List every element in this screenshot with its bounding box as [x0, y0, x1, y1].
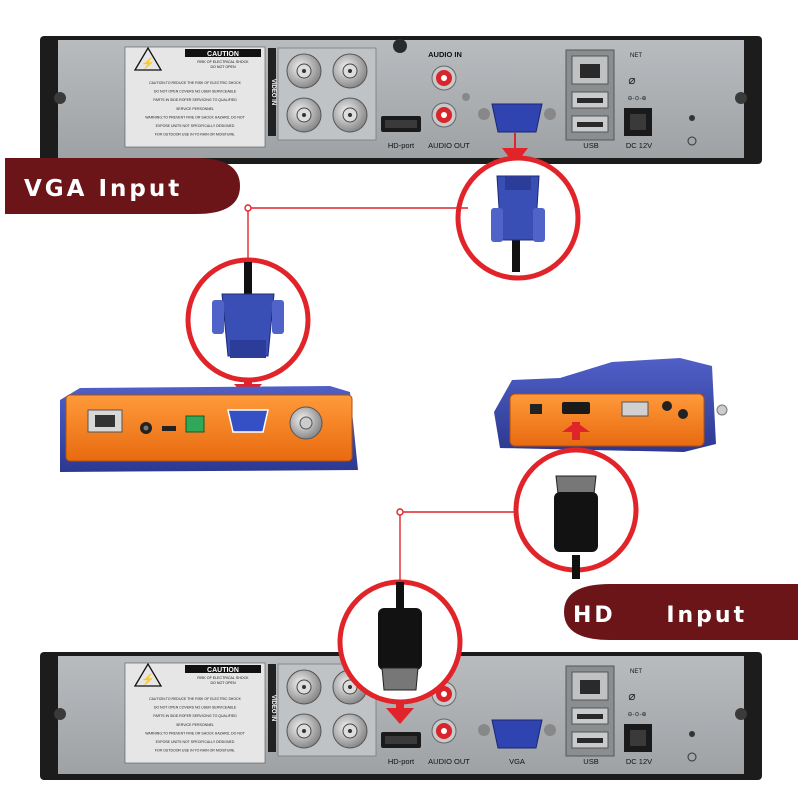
bnc-connector	[332, 53, 368, 89]
svg-text:⌀: ⌀	[628, 73, 635, 87]
vga-callout	[244, 133, 581, 281]
caution-text-line: SERVICE PERSONNEL	[176, 723, 214, 727]
hd-input-label: HD Input	[573, 603, 747, 628]
caution-text-line: DO NOT OPEN COVERS NO USER SERVICEABLE	[154, 90, 237, 94]
audio-out-label: AUDIO OUT	[428, 757, 470, 766]
caution-text-line: FOR OUTDOOR USE IN TO RAIN OR MOISTURE.	[155, 133, 236, 137]
caution-text-line: EXPOSE UNITS NOT SPECIFICALLY DESIGNED	[156, 740, 235, 744]
usb-label: USB	[583, 141, 598, 150]
caution-text-line: SERVICE PERSONNEL	[176, 107, 214, 111]
dc-power-port: DC 12V	[624, 724, 652, 766]
vga-input-label: VGA Input	[24, 176, 182, 202]
net-usb-ports: USB NET ⌀ ⊖-⊙-⊕	[565, 665, 647, 766]
hd-callout-bottom	[337, 579, 463, 724]
hd-port-label: HD-port	[388, 757, 415, 766]
hdmi-port: HD-port	[381, 116, 421, 150]
video-in-label: VIDEO IN	[270, 79, 276, 105]
tester-device-left	[60, 257, 358, 472]
caution-text-line: PARTS IN SIDE.ROFER SERVICING TO QUALIFI…	[153, 98, 237, 102]
audio-in-label: AUDIO IN	[428, 50, 462, 59]
svg-text:⌀: ⌀	[628, 689, 635, 703]
hd-input-badge: HD Input	[564, 584, 798, 640]
bnc-connector	[332, 97, 368, 133]
bnc-connector	[286, 669, 322, 705]
hd-port-label: HD-port	[388, 141, 415, 150]
svg-text:⊖-⊙-⊕: ⊖-⊙-⊕	[627, 96, 646, 102]
net-label: NET	[630, 53, 642, 59]
bnc-video-inputs	[277, 47, 377, 141]
caution-label: ⚡ CAUTION RISK OF ELECTRICAL SHOCK DO NO…	[124, 46, 266, 148]
svg-text:⊖-⊙-⊕: ⊖-⊙-⊕	[627, 712, 646, 718]
tester-device-right	[494, 358, 728, 452]
vga-port	[478, 103, 556, 133]
bnc-connector	[286, 53, 322, 89]
dvr-rear-panel-bottom: ⚡ CAUTION RISK OF ELECTRICAL SHOCK DO NO…	[40, 652, 762, 780]
dc-label: DC 12V	[626, 757, 652, 766]
caution-sub1: RISK OF ELECTRICAL SHOCK	[197, 60, 249, 64]
caution-text-line: WARNING:TO PREVENT FIRE OR SHOCK HAZARD,…	[145, 115, 245, 119]
video-in-label: VIDEO IN	[270, 695, 276, 721]
svg-text:⚡: ⚡	[141, 57, 155, 70]
caution-label-bottom: ⚡ CAUTION RISK OF ELECTRICAL SHOCK DO NO…	[124, 662, 266, 764]
caution-title: CAUTION	[207, 51, 239, 58]
caution-sub1: RISK OF ELECTRICAL SHOCK	[197, 676, 249, 680]
caution-text-line: WARNING:TO PREVENT FIRE OR SHOCK HAZARD,…	[145, 731, 245, 735]
caution-title: CAUTION	[207, 667, 239, 674]
dc-label: DC 12V	[626, 141, 652, 150]
caution-text-line: EXPOSE UNITS NOT SPECIFICALLY DESIGNED	[156, 124, 235, 128]
caution-text-line: DO NOT OPEN COVERS NO USER SERVICEABLE	[154, 706, 237, 710]
vga-label: VGA	[509, 757, 525, 766]
caution-text-line: CAUTION:TO REDUCE THE RISK OF ELECTRIC S…	[149, 697, 242, 701]
dc-power-port: DC 12V	[624, 108, 652, 150]
audio-jacks: AUDIO IN AUDIO OUT	[428, 50, 470, 150]
usb-label: USB	[583, 757, 598, 766]
caution-sub2: DO NOT OPEN	[210, 681, 235, 685]
net-label: NET	[630, 669, 642, 675]
net-usb-ports: USB NET ⌀ ⊖-⊙-⊕	[565, 49, 647, 150]
vga-port: VGA	[478, 719, 556, 766]
hdmi-port: HD-port	[381, 732, 421, 766]
caution-text-line: PARTS IN SIDE.ROFER SERVICING TO QUALIFI…	[153, 714, 237, 718]
bnc-connector	[286, 97, 322, 133]
bnc-connector	[332, 713, 368, 749]
hd-callout-right	[396, 447, 639, 580]
caution-text-line: CAUTION:TO REDUCE THE RISK OF ELECTRIC S…	[149, 81, 242, 85]
vga-input-badge: VGA Input	[5, 158, 240, 214]
caution-text-line: FOR OUTDOOR USE IN TO RAIN OR MOISTURE.	[155, 749, 236, 753]
warning-triangle-icon	[133, 46, 163, 71]
caution-sub2: DO NOT OPEN	[210, 65, 235, 69]
audio-out-label: AUDIO OUT	[428, 141, 470, 150]
svg-text:⚡: ⚡	[141, 673, 155, 686]
warning-triangle-icon	[133, 662, 163, 687]
dvr-rear-panel-top: ⚡ CAUTION RISK OF ELECTRICAL SHOCK DO NO…	[40, 36, 762, 164]
bnc-connector	[286, 713, 322, 749]
